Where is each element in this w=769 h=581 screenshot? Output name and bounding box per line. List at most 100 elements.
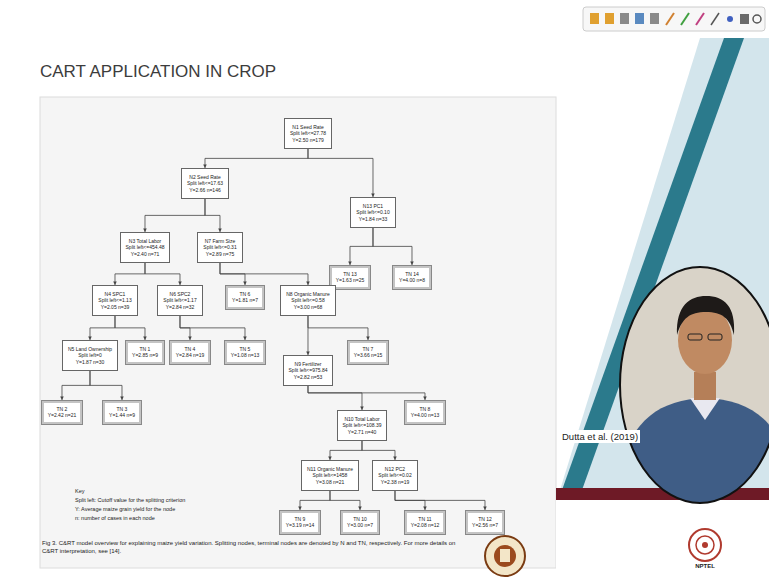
node-statistic: Split left<=454.48 bbox=[126, 244, 165, 250]
tree-connector bbox=[145, 199, 205, 232]
node-statistic: Y=2.08 n=12 bbox=[411, 522, 440, 528]
node-statistic: Y=2.89 n=75 bbox=[203, 251, 236, 257]
toolbar bbox=[583, 7, 765, 31]
node-statistic: Y=2.82 n=53 bbox=[289, 374, 328, 380]
tree-connector bbox=[205, 199, 220, 232]
logo-label: NPTEL bbox=[695, 563, 715, 569]
tree-connector bbox=[145, 263, 180, 285]
node-heading: TN 13 bbox=[336, 271, 365, 277]
figure-panel bbox=[40, 97, 556, 568]
terminal-node: TN 1Y=2.85 n=9 bbox=[125, 340, 165, 365]
tree-connector bbox=[115, 263, 145, 285]
node-statistic: Y=2.40 n=71 bbox=[126, 251, 165, 257]
node-statistic: Y=1.63 n=25 bbox=[336, 277, 365, 283]
nptel-logo bbox=[702, 542, 708, 548]
node-statistic: Split left<=1.13 bbox=[98, 297, 131, 303]
video-wall bbox=[600, 260, 769, 520]
terminal-node: TN 14Y=4.00 n=8 bbox=[392, 265, 432, 290]
node-heading: N4 SPC1 bbox=[98, 291, 131, 297]
toolbar-icon bbox=[696, 13, 704, 25]
node-statistic: Y=2.56 n=7 bbox=[472, 522, 498, 528]
figure-caption: Fig 3. C&RT model overview for explainin… bbox=[42, 540, 462, 556]
node-heading: TN 8 bbox=[411, 406, 440, 412]
node-heading: N8 Organic Manure bbox=[286, 291, 330, 297]
nptel-logo bbox=[696, 536, 714, 554]
split-node: N2 Seed RateSplit left<=17.63Y=2.66 n=14… bbox=[181, 168, 229, 199]
terminal-node: TN 10Y=3.00 n=7 bbox=[340, 510, 380, 535]
node-heading: N10 Total Labor bbox=[343, 416, 382, 422]
presenter-hair bbox=[677, 296, 734, 335]
split-node: N6 SPC2Split left<=1.17Y=2.84 n=32 bbox=[157, 285, 202, 316]
node-statistic: Y=2.84 n=19 bbox=[176, 352, 205, 358]
key-text: Y: Average maize grain yield for the nod… bbox=[75, 506, 175, 512]
node-statistic: Y=2.85 n=9 bbox=[132, 352, 158, 358]
node-heading: TN 3 bbox=[109, 406, 135, 412]
node-statistic: Y=3.00 n=68 bbox=[286, 304, 330, 310]
node-statistic: Split left<=975.84 bbox=[289, 367, 328, 373]
node-heading: N2 Seed Rate bbox=[187, 174, 223, 180]
tree-connector bbox=[362, 441, 395, 460]
toolbar-icon bbox=[635, 13, 644, 24]
node-statistic: Y=1.08 n=13 bbox=[231, 352, 260, 358]
toolbar bbox=[583, 7, 765, 31]
presenter-video bbox=[600, 260, 769, 520]
node-heading: N6 SPC2 bbox=[163, 291, 196, 297]
node-statistic: Split left<=0.10 bbox=[356, 209, 389, 215]
tree-connector bbox=[308, 386, 425, 400]
tree-connector bbox=[205, 149, 308, 168]
slide-title: CART APPLICATION IN CROP bbox=[40, 62, 276, 82]
node-statistic: Y=4.00 n=13 bbox=[411, 412, 440, 418]
node-statistic: Split left<=27.78 bbox=[290, 130, 326, 136]
tree-connector bbox=[180, 316, 245, 340]
terminal-node: TN 7Y=3.66 n=15 bbox=[347, 340, 390, 365]
terminal-node: TN 8Y=4.00 n=13 bbox=[404, 400, 447, 425]
node-statistic: Split left<=1458 bbox=[307, 472, 353, 478]
toolbar-icon bbox=[681, 13, 689, 25]
terminal-node: TN 9Y=3.19 n=14 bbox=[279, 510, 322, 535]
presenter-glasses bbox=[708, 334, 722, 340]
node-statistic: Y=1.44 n=9 bbox=[109, 412, 135, 418]
split-node: N8 Organic ManureSplit left<=0.58Y=3.00 … bbox=[280, 285, 336, 316]
node-statistic: Split left<=1.17 bbox=[163, 297, 196, 303]
key-text: Key bbox=[75, 488, 84, 494]
toolbar-icon bbox=[590, 13, 599, 24]
split-node: N13 PC1Split left<=0.10Y=1.84 n=33 bbox=[350, 197, 395, 228]
nptel-logo bbox=[689, 529, 721, 561]
node-statistic: Split left<=108.39 bbox=[343, 422, 382, 428]
institute-logo bbox=[494, 545, 516, 567]
node-heading: TN 14 bbox=[399, 271, 425, 277]
toolbar-icon bbox=[666, 13, 674, 25]
split-node: N9 FertilizerSplit left<=975.84Y=2.82 n=… bbox=[283, 355, 334, 386]
tree-connector bbox=[90, 371, 122, 400]
node-heading: N1 Seed Rate bbox=[290, 124, 326, 130]
tree-connector bbox=[373, 228, 412, 265]
presenter-shirt bbox=[615, 398, 769, 505]
tree-connector bbox=[308, 316, 368, 340]
node-heading: TN 2 bbox=[48, 406, 77, 412]
split-node: N10 Total LaborSplit left<=108.39Y=2.71 … bbox=[337, 410, 388, 441]
terminal-node: TN 4Y=2.84 n=19 bbox=[169, 340, 212, 365]
node-statistic: Y=2.71 n=40 bbox=[343, 429, 382, 435]
video-frame bbox=[620, 267, 769, 503]
node-heading: N7 Farm Size bbox=[203, 238, 236, 244]
split-node: N4 SPC1Split left<=1.13Y=2.05 n=39 bbox=[92, 285, 137, 316]
tree-connector bbox=[115, 316, 145, 340]
split-node: N7 Farm SizeSplit left<=0.31Y=2.89 n=75 bbox=[197, 232, 242, 263]
slide-footer bbox=[556, 500, 769, 581]
node-heading: TN 1 bbox=[132, 346, 158, 352]
split-node: N11 Organic ManureSplit left<=1458Y=3.08… bbox=[301, 460, 359, 491]
node-statistic: Y=1.81 n=7 bbox=[232, 297, 258, 303]
tree-connector bbox=[220, 263, 308, 285]
node-heading: TN 9 bbox=[286, 516, 315, 522]
node-heading: N3 Total Labor bbox=[126, 238, 165, 244]
node-heading: TN 11 bbox=[411, 516, 440, 522]
terminal-node: TN 6Y=1.81 n=7 bbox=[225, 285, 265, 310]
toolbar-icon bbox=[740, 14, 749, 24]
terminal-node: TN 11Y=2.08 n=12 bbox=[404, 510, 447, 535]
node-statistic: Y=1.84 n=33 bbox=[356, 216, 389, 222]
split-node: N5 Land OwnershipSplit left=0Y=1.87 n=30 bbox=[62, 340, 118, 371]
node-heading: N11 Organic Manure bbox=[307, 466, 353, 472]
tree-connector bbox=[300, 491, 330, 510]
tree-connector bbox=[308, 386, 362, 410]
node-heading: N5 Land Ownership bbox=[68, 346, 112, 352]
